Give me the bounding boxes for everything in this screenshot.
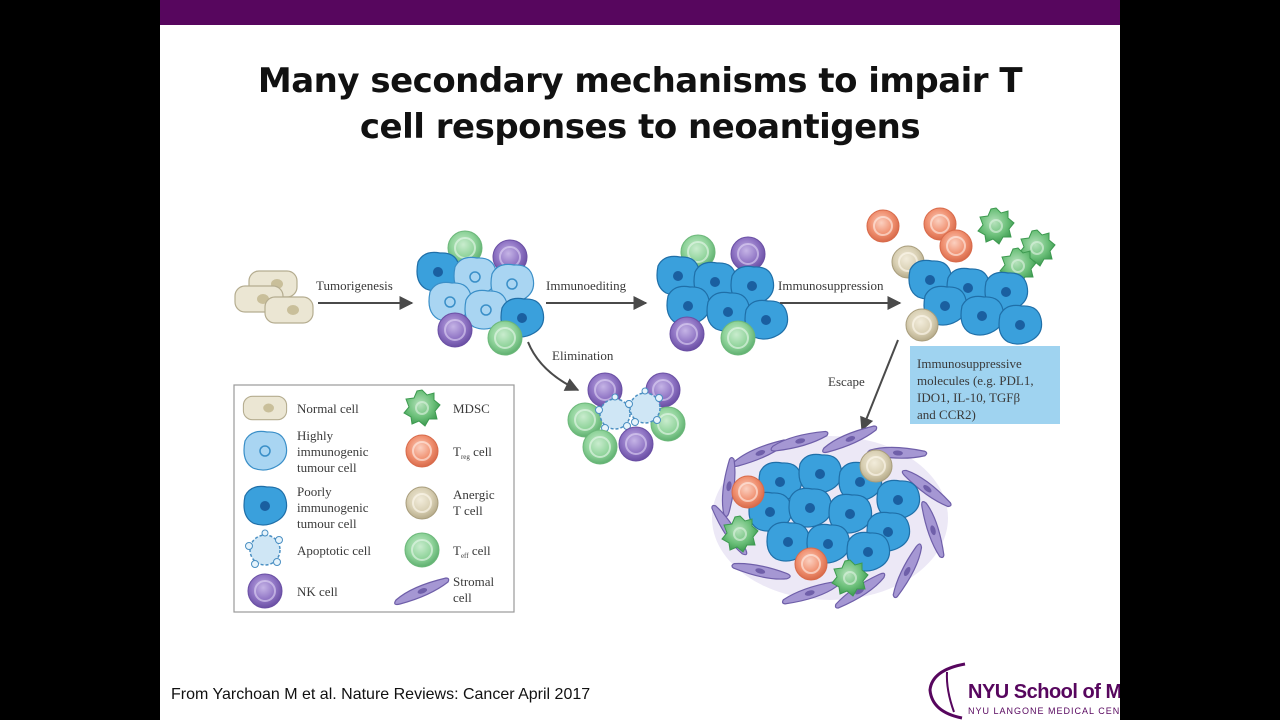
immunosuppressed-tumour-cluster bbox=[866, 207, 1056, 345]
title-line-1: Many secondary mechanisms to impair T bbox=[257, 61, 1023, 101]
escape-arrow bbox=[860, 339, 899, 432]
immunosuppressive-line-3: IDO1, IL-10, TGFβ bbox=[917, 390, 1021, 405]
legend-poorly-immunogenic: Poorly immunogenic tumour cell bbox=[243, 484, 369, 531]
legend-poorly-line-3: tumour cell bbox=[297, 516, 357, 531]
legend-stromal-line-2: cell bbox=[453, 590, 472, 605]
immunosuppressive-line-4: and CCR2) bbox=[917, 407, 976, 422]
elimination-label: Elimination bbox=[552, 348, 614, 363]
citation: From Yarchoan M et al. Nature Reviews: C… bbox=[171, 686, 591, 703]
immunosuppressive-box-bg bbox=[910, 346, 1060, 424]
legend-apoptotic-label: Apoptotic cell bbox=[297, 543, 371, 558]
legend-anergic-line-2: T cell bbox=[453, 503, 483, 518]
highly-immunogenic-cell-icon bbox=[243, 430, 288, 471]
legend-treg-label: Treg cell bbox=[453, 444, 492, 461]
legend-teff-label: Teff cell bbox=[453, 543, 491, 560]
legend-normal-cell: Normal cell bbox=[242, 395, 359, 421]
legend-poorly-line-1: Poorly bbox=[297, 484, 332, 499]
anergic-t-cell-icon bbox=[405, 486, 439, 520]
legend-highly-line-2: immunogenic bbox=[297, 444, 369, 459]
title-line-2: cell responses to neoantigens bbox=[359, 107, 921, 147]
escaped-tumour-cluster bbox=[703, 423, 953, 610]
top-bar bbox=[160, 0, 1120, 25]
logo-name: NYU School of Medicine bbox=[968, 681, 1120, 703]
immunosuppressive-line-1: Immunosuppressive bbox=[917, 356, 1022, 371]
legend-mdsc-label: MDSC bbox=[453, 401, 490, 416]
elimination-arrow bbox=[527, 341, 580, 391]
legend-anergic-t-cell: Anergic T cell bbox=[405, 486, 495, 520]
elimination-cluster bbox=[567, 372, 686, 465]
escape-label: Escape bbox=[828, 374, 865, 389]
legend-stromal-cell: Stromal cell bbox=[394, 574, 495, 606]
legend-apoptotic-cell: Apoptotic cell bbox=[244, 529, 371, 569]
slide-title: Many secondary mechanisms to impair T ce… bbox=[160, 58, 1120, 150]
nyu-logo: NYU School of Medicine NYU LANGONE MEDIC… bbox=[928, 662, 1120, 720]
legend-highly-line-1: Highly bbox=[297, 428, 334, 443]
legend-mdsc: MDSC bbox=[403, 389, 490, 427]
immunosuppression-label: Immunosuppression bbox=[778, 278, 884, 293]
nk-cell-icon bbox=[247, 573, 283, 609]
legend-normal-cell-label: Normal cell bbox=[297, 401, 359, 416]
legend: Normal cell Highly immunogenic tumour ce… bbox=[233, 384, 515, 613]
mixed-tumour-cluster bbox=[416, 230, 545, 356]
legend-nk-cell: NK cell bbox=[247, 573, 338, 609]
legend-stromal-line-1: Stromal bbox=[453, 574, 495, 589]
torch-icon bbox=[928, 662, 966, 720]
immunosuppressive-molecules-box: Immunosuppressive molecules (e.g. PDL1, … bbox=[910, 346, 1060, 424]
normal-cells-cluster bbox=[234, 270, 314, 324]
legend-highly-immunogenic: Highly immunogenic tumour cell bbox=[243, 428, 369, 475]
legend-nk-label: NK cell bbox=[297, 584, 338, 599]
logo-subtitle: NYU LANGONE MEDICAL CENTER bbox=[968, 706, 1120, 716]
slide: Many secondary mechanisms to impair T ce… bbox=[160, 0, 1120, 720]
legend-poorly-line-2: immunogenic bbox=[297, 500, 369, 515]
torch-flame-icon bbox=[945, 671, 955, 713]
poorly-immunogenic-cell-icon bbox=[243, 485, 288, 526]
immunoediting-diagram: Tumorigenesis Immunoediting Elimination bbox=[233, 207, 1120, 720]
treg-cell-icon bbox=[405, 434, 439, 468]
legend-treg-cell: Treg cell bbox=[405, 434, 492, 468]
tumorigenesis-label: Tumorigenesis bbox=[316, 278, 393, 293]
edited-tumour-cluster bbox=[656, 234, 789, 356]
teff-cell-icon bbox=[404, 532, 440, 568]
legend-teff-cell: Teff cell bbox=[404, 532, 491, 568]
legend-anergic-line-1: Anergic bbox=[453, 487, 495, 502]
immunosuppressive-line-2: molecules (e.g. PDL1, bbox=[917, 373, 1034, 388]
normal-cell-icon bbox=[242, 395, 288, 421]
legend-highly-line-3: tumour cell bbox=[297, 460, 357, 475]
immunoediting-label: Immunoediting bbox=[546, 278, 627, 293]
